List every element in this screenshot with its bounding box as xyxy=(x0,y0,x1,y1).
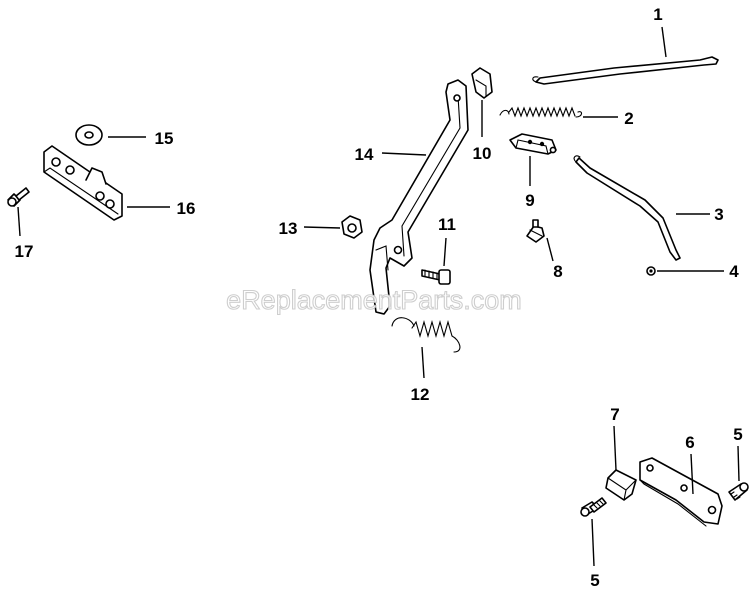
callout-16: 16 xyxy=(177,199,196,218)
callout-2: 2 xyxy=(624,109,633,128)
part-5-screw-bottom xyxy=(580,497,607,517)
callout-17: 17 xyxy=(15,242,34,261)
part-17-screw xyxy=(7,187,30,207)
part-5-screw-right xyxy=(728,482,749,501)
part-2-spring xyxy=(499,106,583,118)
callout-12: 12 xyxy=(411,385,430,404)
part-10-clip xyxy=(471,67,493,99)
callout-7: 7 xyxy=(610,405,619,424)
callout-9: 9 xyxy=(525,191,534,210)
callout-13: 13 xyxy=(279,219,298,238)
callout-labels: 1 2 3 4 5 5 6 7 8 9 10 11 12 13 14 15 16… xyxy=(15,5,743,590)
part-16-bracket xyxy=(43,145,123,221)
part-12-spring xyxy=(391,317,461,353)
part-8-bolt xyxy=(526,219,545,243)
part-13-nut xyxy=(341,215,363,239)
part-4-clip xyxy=(646,266,656,276)
callout-3: 3 xyxy=(714,205,723,224)
part-1-rod xyxy=(532,56,719,85)
part-3-rod xyxy=(573,155,681,261)
part-11-bolt xyxy=(421,269,451,285)
callout-6: 6 xyxy=(685,433,694,452)
part-6-bracket xyxy=(639,457,723,527)
callout-5-bottom: 5 xyxy=(590,571,599,590)
callout-10: 10 xyxy=(473,144,492,163)
part-9-block xyxy=(509,133,557,155)
part-14-lever xyxy=(369,79,469,315)
callout-15: 15 xyxy=(155,129,174,148)
callout-4: 4 xyxy=(729,262,739,281)
watermark-text: eReplacementParts.com xyxy=(226,285,522,315)
part-7-clip xyxy=(605,469,637,501)
callout-14: 14 xyxy=(355,145,374,164)
callout-5-right: 5 xyxy=(733,425,742,444)
leader-lines xyxy=(17,26,740,567)
callout-1: 1 xyxy=(653,5,662,24)
part-15-washer xyxy=(75,124,103,146)
callout-8: 8 xyxy=(553,262,562,281)
callout-11: 11 xyxy=(438,215,456,234)
